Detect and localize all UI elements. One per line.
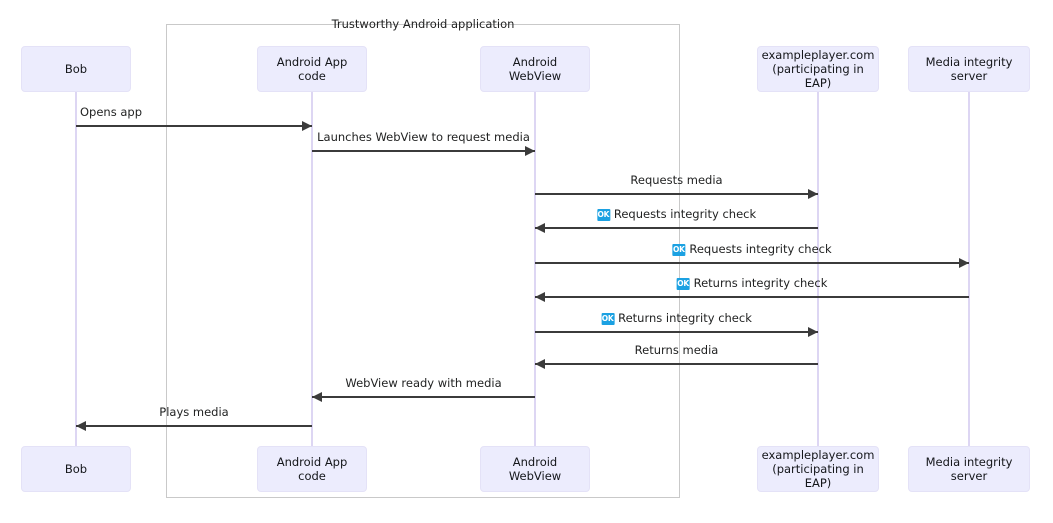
arrowhead-left-icon [76,420,86,431]
message-text: Returns integrity check [618,311,752,325]
participant-label: Media integrity server [925,54,1013,83]
message-label: WebView ready with media [345,376,501,390]
participant-label: Android App code [276,454,348,483]
message-text: WebView ready with media [345,376,502,390]
message-line [76,125,312,127]
participant-bob-top[interactable]: Bob [21,46,131,92]
participant-label: Bob [64,61,88,76]
ok-badge-icon: OK [676,277,690,290]
message-line [535,331,818,333]
message-text: Launches WebView to request media [317,130,530,144]
message-line [535,363,818,365]
message-line [535,296,969,298]
message-line [76,425,312,427]
arrowhead-left-icon [535,358,545,369]
arrowhead-right-icon [302,120,312,131]
lifeline-bob [75,92,77,446]
arrowhead-right-icon [959,257,969,268]
participant-label: Bob [64,461,88,476]
message-label: Plays media [159,405,228,419]
participant-bob-bottom[interactable]: Bob [21,446,131,492]
participant-label: Android WebView [508,54,562,83]
arrowhead-right-icon [525,145,535,156]
group-box-label: Trustworthy Android application [331,17,515,31]
message-text: Returns integrity check [693,276,828,290]
arrowhead-left-icon [312,391,322,402]
lifeline-player [817,92,819,446]
message-line [312,396,535,398]
arrowhead-right-icon [808,326,818,337]
participant-integrity-top[interactable]: Media integrity server [908,46,1030,92]
participant-label: exampleplayer.com(participating in EAP) [761,47,875,91]
message-text: Requests integrity check [689,242,832,256]
group-box-trustworthy-android-application [166,24,680,498]
arrowhead-right-icon [808,188,818,199]
message-text: Opens app [80,105,143,119]
participant-player-top[interactable]: exampleplayer.com(participating in EAP) [757,46,879,92]
participant-label: Android WebView [508,454,562,483]
message-text: Returns media [634,343,719,357]
participant-label: Android App code [276,54,348,83]
message-text: Plays media [159,405,229,419]
message-text: Requests media [630,173,723,187]
ok-badge-icon: OK [596,208,610,221]
message-line [312,150,535,152]
message-label: Launches WebView to request media [317,130,530,144]
arrowhead-left-icon [535,291,545,302]
ok-badge-icon: OK [601,312,615,325]
lifeline-integrity [968,92,970,446]
message-line [535,262,969,264]
participant-webview-top[interactable]: Android WebView [480,46,590,92]
participant-webview-bottom[interactable]: Android WebView [480,446,590,492]
arrowhead-left-icon [535,222,545,233]
participant-label: exampleplayer.com(participating in EAP) [761,447,875,491]
message-text: Requests integrity check [613,207,757,221]
message-label: Requests media [630,173,722,187]
lifeline-webview [534,92,536,446]
message-label: Opens app [80,105,142,119]
participant-label: Media integrity server [925,454,1013,483]
ok-badge-icon: OK [672,243,686,256]
participant-integrity-bottom[interactable]: Media integrity server [908,446,1030,492]
message-line [535,227,818,229]
participant-app-top[interactable]: Android App code [257,46,367,92]
message-line [535,193,818,195]
lifeline-app [311,92,313,446]
participant-app-bottom[interactable]: Android App code [257,446,367,492]
message-label: Returns media [635,343,719,357]
participant-player-bottom[interactable]: exampleplayer.com(participating in EAP) [757,446,879,492]
